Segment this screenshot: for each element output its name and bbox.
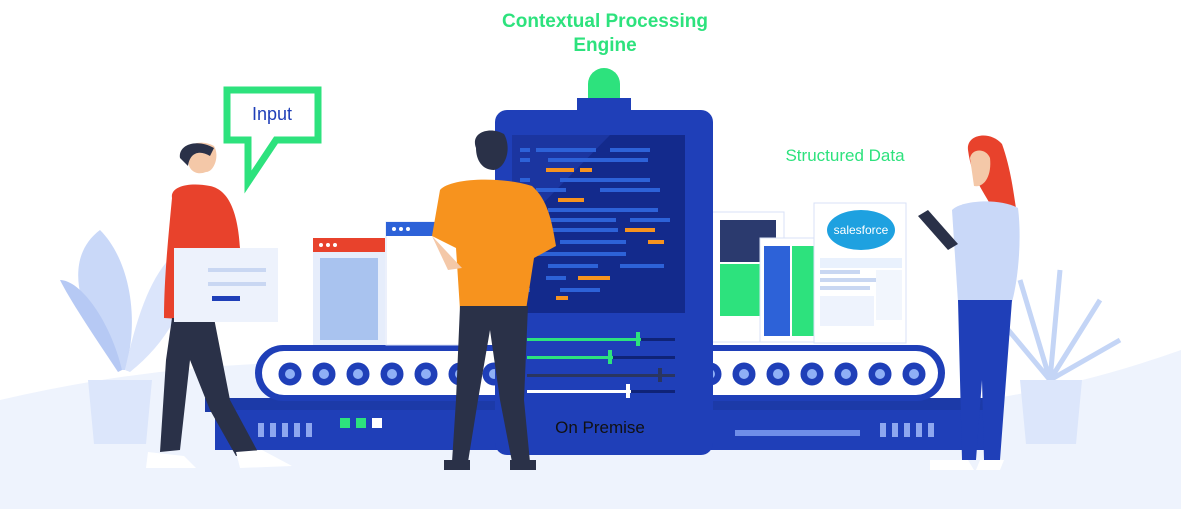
- input-document-1: [313, 238, 385, 345]
- salesforce-document: [813, 202, 907, 344]
- salesforce-logo: [827, 210, 895, 250]
- man-orange-shirt: [432, 130, 556, 470]
- engine-sliders: [527, 332, 675, 398]
- on-premise-label: On Premise: [555, 418, 645, 437]
- man-holding-document: [146, 142, 292, 468]
- right-plant: [998, 269, 1122, 444]
- engine-title: Contextual Processing Engine: [502, 11, 708, 56]
- input-label: Input: [251, 104, 293, 124]
- woman-with-tablet: [918, 135, 1020, 470]
- salesforce-brand-text: salesforce: [833, 223, 889, 237]
- tablet-icon: [918, 210, 958, 250]
- output-document-2: [759, 237, 821, 343]
- input-speech-bubble: [223, 86, 322, 194]
- structured-data-label: Structured Data: [785, 146, 905, 165]
